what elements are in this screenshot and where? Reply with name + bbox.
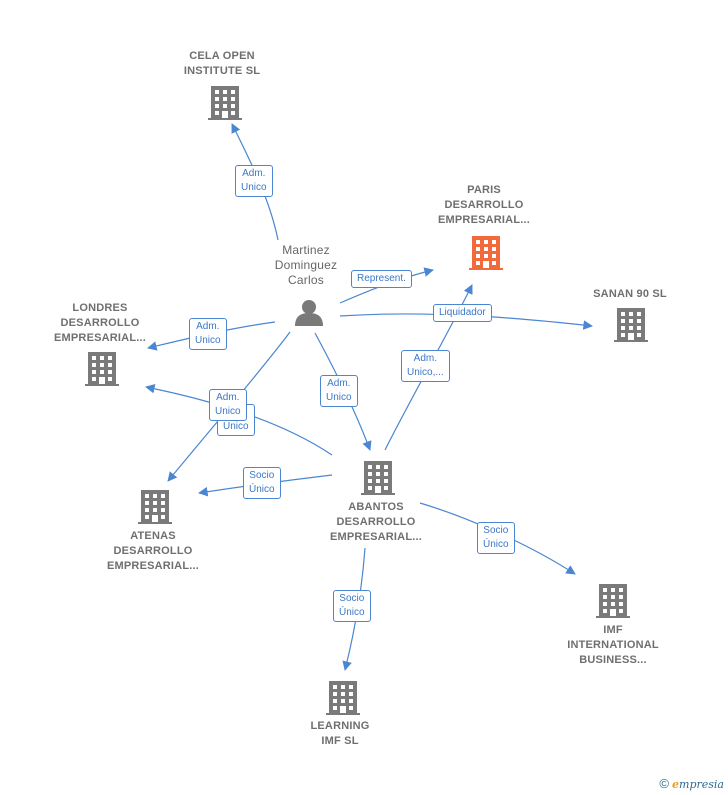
node-learning-label[interactable]: LEARNING IMF SL (310, 720, 370, 747)
copyright-icon: © (659, 776, 669, 791)
building-icon (138, 490, 172, 524)
node-abantos-label[interactable]: ABANTOS DESARROLLO EMPRESARIAL... (329, 501, 423, 543)
footer-brand[interactable]: © empresia (659, 776, 724, 791)
node-londres-label[interactable]: LONDRES DESARROLLO EMPRESARIAL... (53, 302, 147, 344)
edge-label-adm-cela: Adm. Unico (235, 165, 273, 197)
building-icon (361, 461, 395, 495)
building-icon (596, 584, 630, 618)
building-icon (469, 236, 503, 270)
edge-label-represent: Represent. (351, 270, 412, 288)
edge-label-socio-imf: Socio Único (477, 522, 515, 554)
edge-label-liquidador: Liquidador (433, 304, 492, 322)
edge-label-adm-atenas: Adm. Unico (209, 389, 247, 421)
building-icon (85, 352, 119, 386)
edge-label-socio-atenas: Socio Único (243, 467, 281, 499)
node-atenas-label[interactable]: ATENAS DESARROLLO EMPRESARIAL... (106, 530, 200, 572)
node-sanan-label[interactable]: SANAN 90 SL (593, 288, 667, 300)
node-paris-label[interactable]: PARIS DESARROLLO EMPRESARIAL... (437, 184, 531, 226)
person-icon (295, 300, 323, 326)
building-icon (326, 681, 360, 715)
node-imf-label[interactable]: IMF INTERNATIONAL BUSINESS... (567, 624, 659, 666)
edge-label-adm-londres: Adm. Unico (189, 318, 227, 350)
node-cela-label[interactable]: CELA OPEN INSTITUTE SL (183, 50, 261, 77)
building-icon (614, 308, 648, 342)
edge-label-adm-abantos: Adm. Unico (320, 375, 358, 407)
brand-name: empresia (672, 778, 724, 791)
node-martinez-label[interactable]: Martinez Dominguez Carlos (274, 243, 338, 287)
building-icon (208, 86, 242, 120)
edge-label-socio-learning: Socio Único (333, 590, 371, 622)
edge-label-adm-paris: Adm. Unico,... (401, 350, 450, 382)
